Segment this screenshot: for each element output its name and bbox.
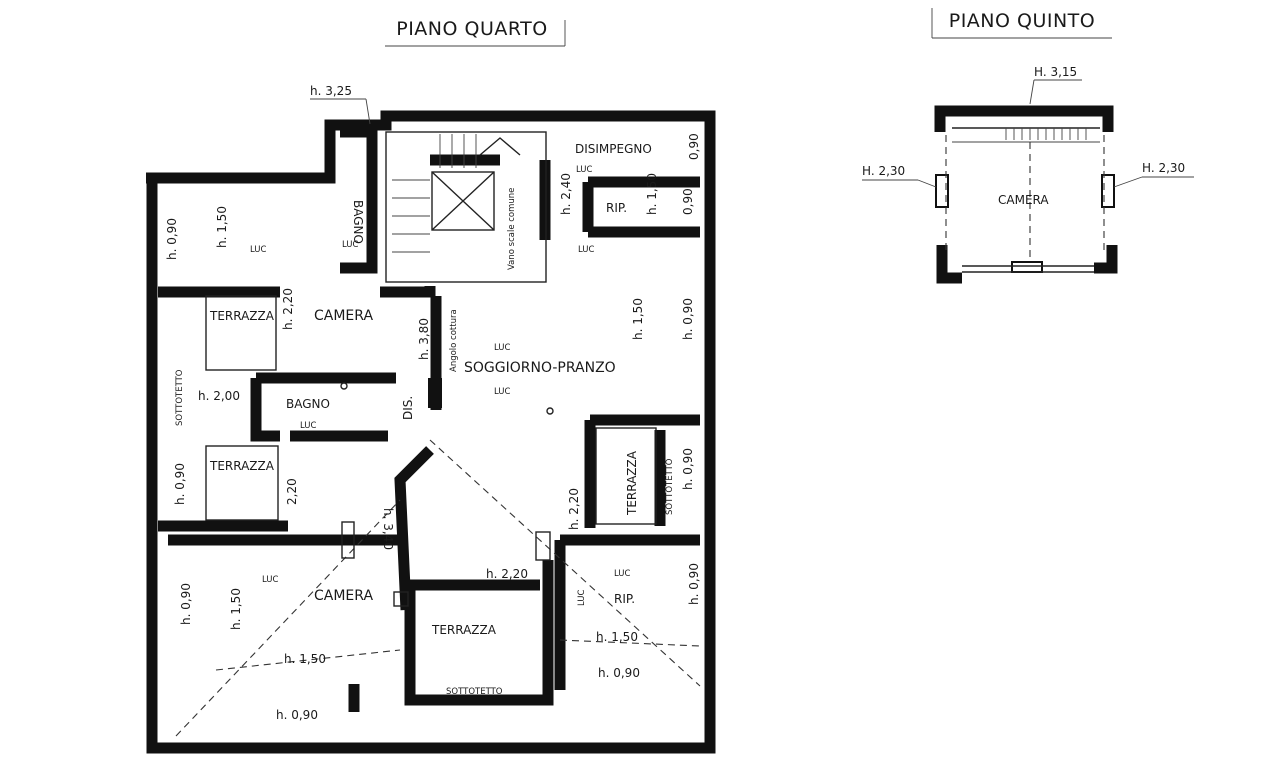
luc-label: LUC: [342, 240, 359, 250]
room-bagno: BAGNO: [286, 397, 330, 411]
height-label: h. 0,90: [687, 563, 701, 605]
room-terrazza: TERRAZZA: [209, 459, 275, 473]
height-label: h. 0,90: [276, 708, 318, 722]
room-camera: CAMERA: [314, 588, 373, 604]
height-label: 0,90: [687, 133, 701, 160]
height-label: 2,20: [285, 478, 299, 505]
height-label: h. 0,90: [681, 448, 695, 490]
luc-label: LUC: [300, 421, 317, 431]
room-terrazza: TERRAZZA: [431, 623, 497, 637]
fourth-floor-labels: h. 3,25 BAGNO LUC DISIMPEGNO LUC 0,90 h.…: [165, 84, 701, 722]
height-label: H. 3,15: [1034, 65, 1077, 79]
stair-label: Vano scale comune: [507, 188, 517, 270]
fourth-floor-openings: [340, 378, 554, 607]
luc-label: LUC: [262, 575, 279, 585]
svg-text:PIANO QUARTO: PIANO QUARTO: [396, 18, 548, 40]
height-label: H. 2,30: [1142, 161, 1185, 175]
room-sottotetto: SOTTOTETTO: [665, 458, 675, 515]
room-sottotetto: SOTTOTETTO: [175, 369, 185, 426]
height-label: h. 2,20: [567, 488, 581, 530]
height-label: h. 1,50: [284, 652, 326, 666]
luc-label: LUC: [576, 165, 593, 175]
height-label: h. 3,80: [417, 318, 431, 360]
height-label: h. 3,40: [381, 508, 395, 550]
height-label: h. 2,40: [559, 173, 573, 215]
luc-label: LUC: [250, 245, 267, 255]
height-label: h. 1,50: [215, 206, 229, 248]
height-label: h. 1,50: [645, 173, 659, 215]
luc-label: LUC: [494, 387, 511, 397]
height-label: h. 1,50: [229, 588, 243, 630]
luc-label: LUC: [614, 569, 631, 579]
room-bagno-top: BAGNO: [351, 200, 365, 244]
height-label: h. 2,20: [281, 288, 295, 330]
room-rip: RIP.: [614, 592, 635, 606]
room-dis: DIS.: [401, 396, 415, 420]
height-label: h. 0,90: [173, 463, 187, 505]
fifth-floor-labels: H. 3,15 H. 2,30 H. 2,30 CAMERA: [862, 65, 1194, 207]
luc-label: LUC: [577, 589, 587, 606]
room-camera: CAMERA: [998, 193, 1049, 207]
roof-slope-lines: [175, 439, 701, 737]
height-label: h. 1,50: [631, 298, 645, 340]
height-label: h. 0,90: [179, 583, 193, 625]
svg-text:PIANO QUINTO: PIANO QUINTO: [949, 10, 1096, 32]
height-label: h. 1,50: [596, 630, 638, 644]
height-label: h. 2,00: [198, 389, 240, 403]
height-label: 0,90: [681, 188, 695, 215]
luc-label: LUC: [494, 343, 511, 353]
stairs-core: [385, 131, 547, 283]
room-terrazza: TERRAZZA: [209, 309, 275, 323]
room-rip: RIP.: [606, 201, 627, 215]
room-camera: CAMERA: [314, 308, 373, 324]
height-label: h. 0,90: [598, 666, 640, 680]
height-label: h. 2,20: [486, 567, 528, 581]
height-label: h. 3,25: [310, 84, 352, 98]
height-label: h. 0,90: [165, 218, 179, 260]
room-terrazza: TERRAZZA: [625, 450, 639, 516]
room-soggiorno-pranzo: SOGGIORNO-PRANZO: [464, 360, 616, 376]
title-piano-quarto: PIANO QUARTO: [385, 18, 566, 47]
title-piano-quinto: PIANO QUINTO: [931, 8, 1112, 39]
fifth-floor-walls: [934, 105, 1118, 284]
height-label: H. 2,30: [862, 164, 905, 178]
luc-label: LUC: [578, 245, 595, 255]
room-disimpegno: DISIMPEGNO: [575, 142, 652, 156]
height-label: h. 0,90: [681, 298, 695, 340]
kitchen-label: Angolo cottura: [449, 309, 459, 372]
room-sottotetto: SOTTOTETTO: [446, 687, 503, 697]
